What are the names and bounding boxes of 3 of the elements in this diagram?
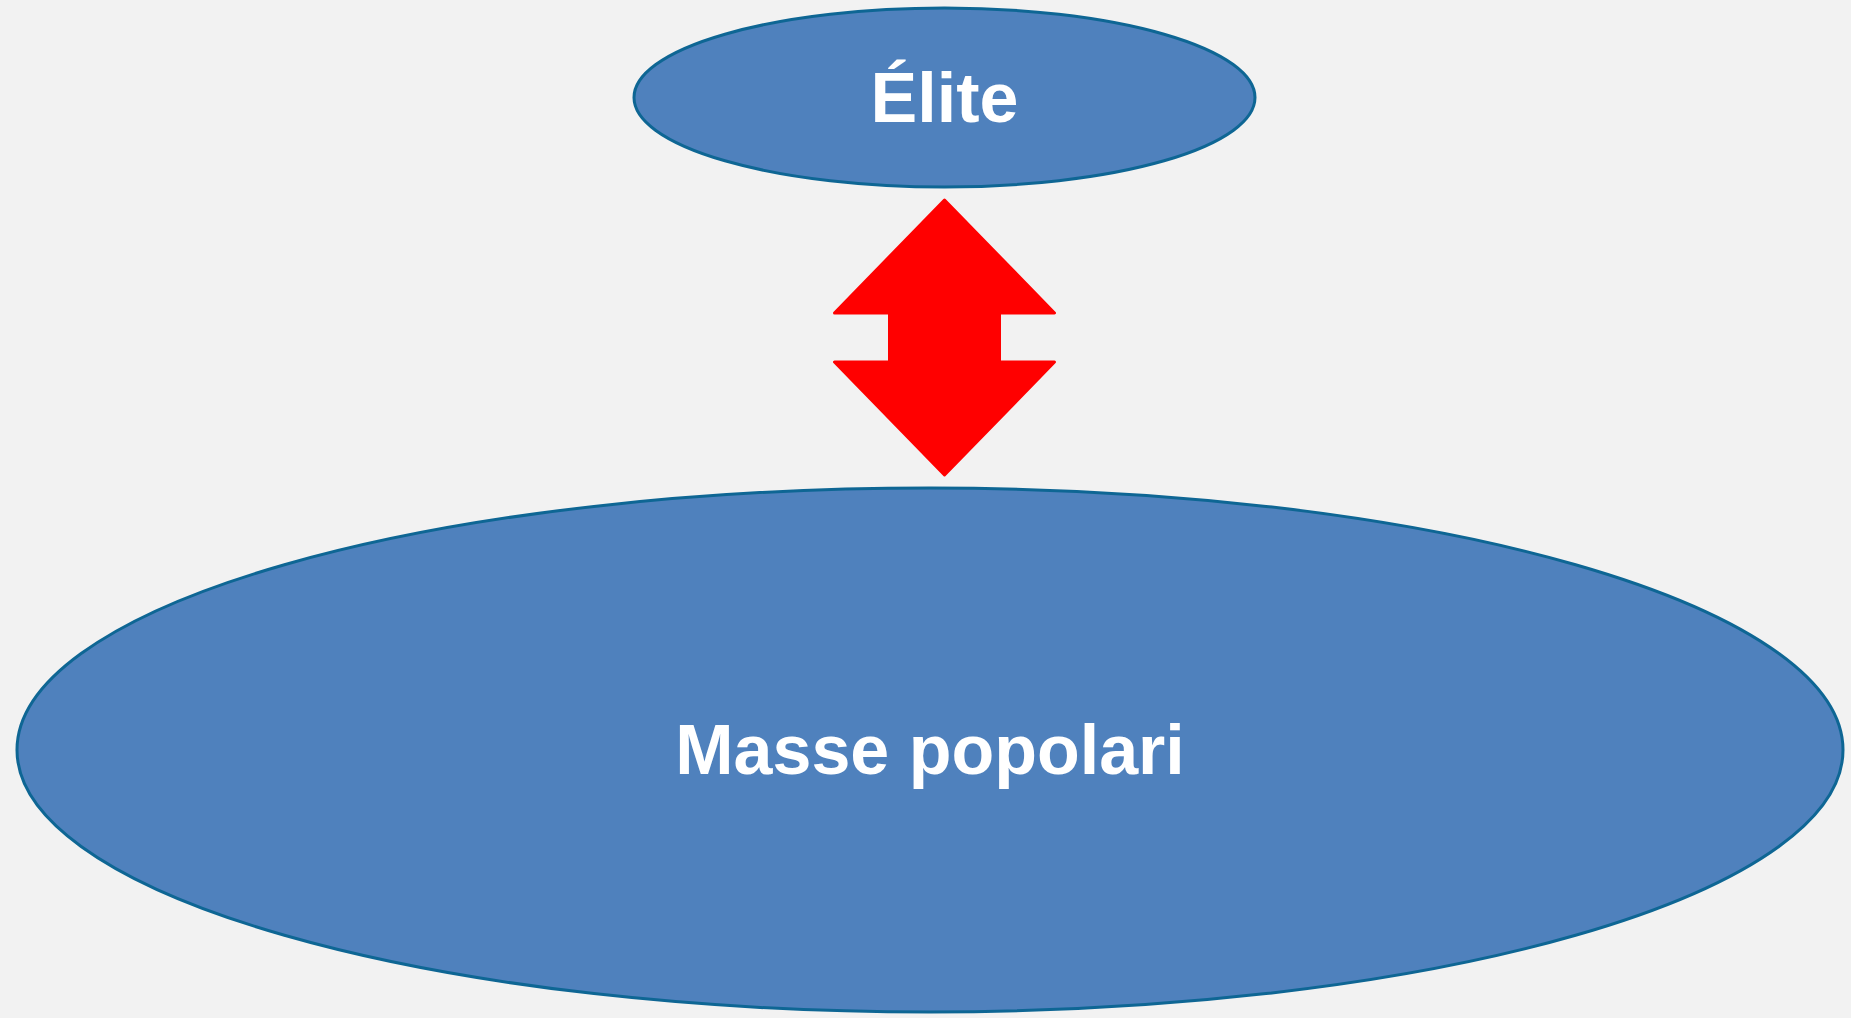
node-label: Élite (870, 57, 1019, 138)
double-arrow (833, 198, 1056, 477)
node-label: Masse popolari (675, 710, 1185, 790)
